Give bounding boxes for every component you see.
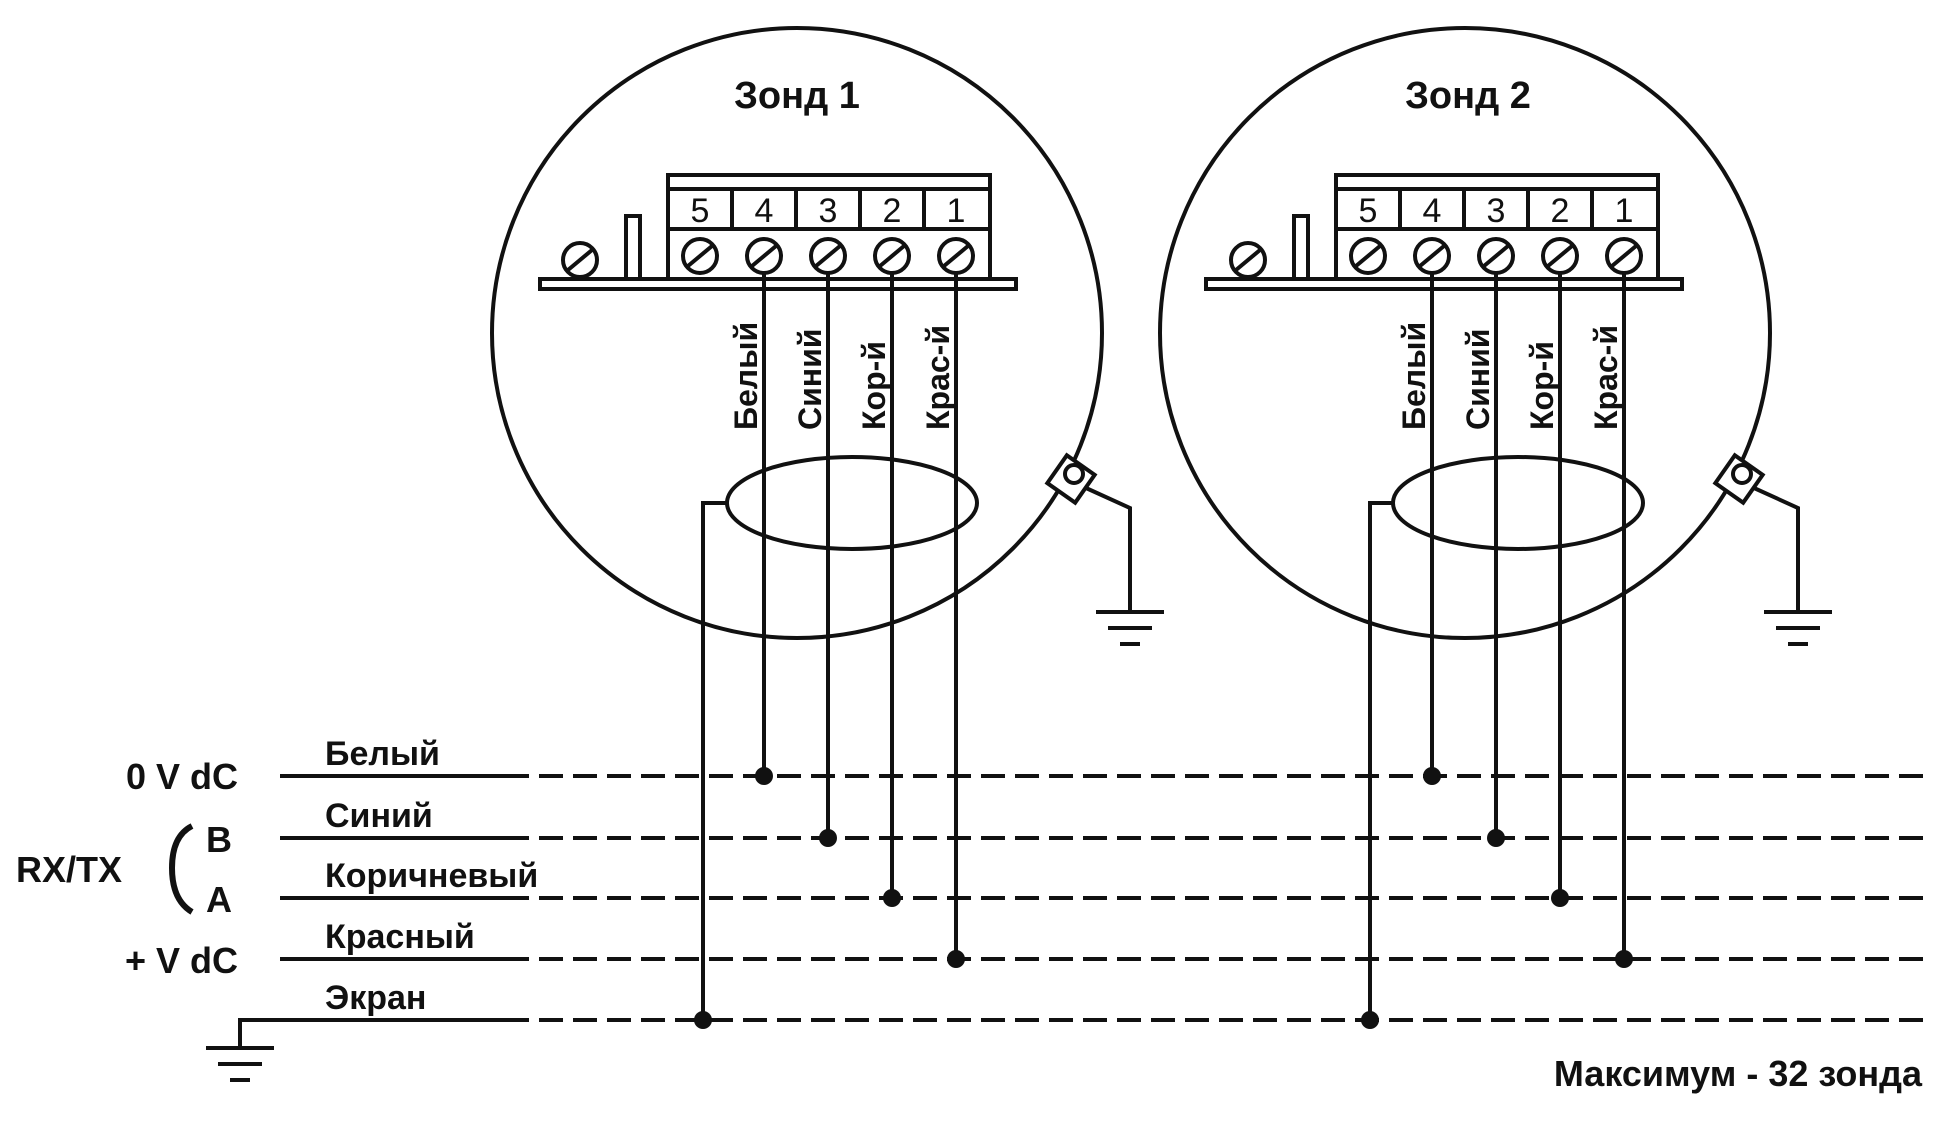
probe-2-wire-label-blue: Синий <box>1460 329 1496 430</box>
junction-dot <box>755 767 773 785</box>
junction-dot <box>1361 1011 1379 1029</box>
bus <box>206 774 1928 1082</box>
probe-1-mount-screw-icon <box>561 241 599 279</box>
probe-2-title: Зонд 2 <box>1405 75 1531 117</box>
probe-2-terminal-4: 4 <box>1423 192 1442 230</box>
label-plus-vdc: + V dC <box>125 940 238 981</box>
rxtx-brace <box>168 823 194 915</box>
junction-dot <box>694 1011 712 1029</box>
probe-1-wire-label-brown: Кор-й <box>856 341 892 430</box>
probe-2-terminal-3: 3 <box>1487 192 1506 230</box>
bus-line-shield <box>238 1018 1928 1048</box>
junction-dot <box>1551 889 1569 907</box>
label-b: B <box>206 819 232 860</box>
junction-dots <box>694 767 1633 1029</box>
probe-1-terminal-3: 3 <box>819 192 838 230</box>
probe-2-post <box>1292 214 1310 281</box>
probe-2-housing <box>1158 26 1772 640</box>
probe-1-wire-label-white: Белый <box>728 322 764 430</box>
junction-dot <box>883 889 901 907</box>
junction-dot <box>819 829 837 847</box>
probe-1-post <box>624 214 642 281</box>
probe-1-terminal-5: 5 <box>691 192 710 230</box>
probe-1-terminal-1: 1 <box>947 192 966 230</box>
probe-1-terminal-2: 2 <box>883 192 902 230</box>
probe-1: Зонд 1 5 4 3 2 1 <box>490 26 1164 1020</box>
probe-2-terminal-block <box>1204 173 1684 291</box>
probe-1-earth-icon <box>1096 610 1164 646</box>
junction-dot <box>1615 950 1633 968</box>
label-0vdc: 0 V dC <box>126 756 238 797</box>
probe-2-wire-label-brown: Кор-й <box>1524 341 1560 430</box>
probe-1-housing <box>490 26 1104 640</box>
label-a: A <box>206 879 232 920</box>
bus-wire-name-shield: Экран <box>325 979 426 1017</box>
probe-1-shield-wire <box>701 501 727 1020</box>
junction-dot <box>947 950 965 968</box>
probe-1-wire-label-red: Крас-й <box>920 325 956 430</box>
bus-wire-name-white: Белый <box>325 735 440 773</box>
bus-wire-name-red: Красный <box>325 918 475 956</box>
probe-2-terminal-1: 1 <box>1615 192 1634 230</box>
probe-2-mount-screw-icon <box>1229 241 1267 279</box>
probe-2-wire-label-red: Крас-й <box>1588 325 1624 430</box>
probe-2-earth-icon <box>1764 610 1832 646</box>
probe-1-wire-label-blue: Синий <box>792 329 828 430</box>
label-rxtx: RX/TX <box>16 849 122 890</box>
probe-2: Зонд 2 5 4 3 2 1 <box>1158 26 1832 1020</box>
probe-2-shield-wire <box>1368 501 1393 1020</box>
footer-note: Максимум - 32 зонда <box>1554 1053 1923 1094</box>
junction-dot <box>1423 767 1441 785</box>
probe-1-terminal-block <box>538 173 1018 291</box>
bus-wire-name-blue: Синий <box>325 797 433 835</box>
probe-2-ground-screw-icon <box>1712 452 1800 612</box>
probe-1-title: Зонд 1 <box>734 75 860 117</box>
probe-2-terminal-5: 5 <box>1359 192 1378 230</box>
probe-2-terminal-2: 2 <box>1551 192 1570 230</box>
bus-wire-name-brown: Коричневый <box>325 857 538 895</box>
junction-dot <box>1487 829 1505 847</box>
probe-1-terminal-4: 4 <box>755 192 774 230</box>
probe-2-wire-label-white: Белый <box>1396 322 1432 430</box>
bus-earth-icon <box>206 1046 274 1082</box>
probe-1-ground-screw-icon <box>1044 452 1132 612</box>
